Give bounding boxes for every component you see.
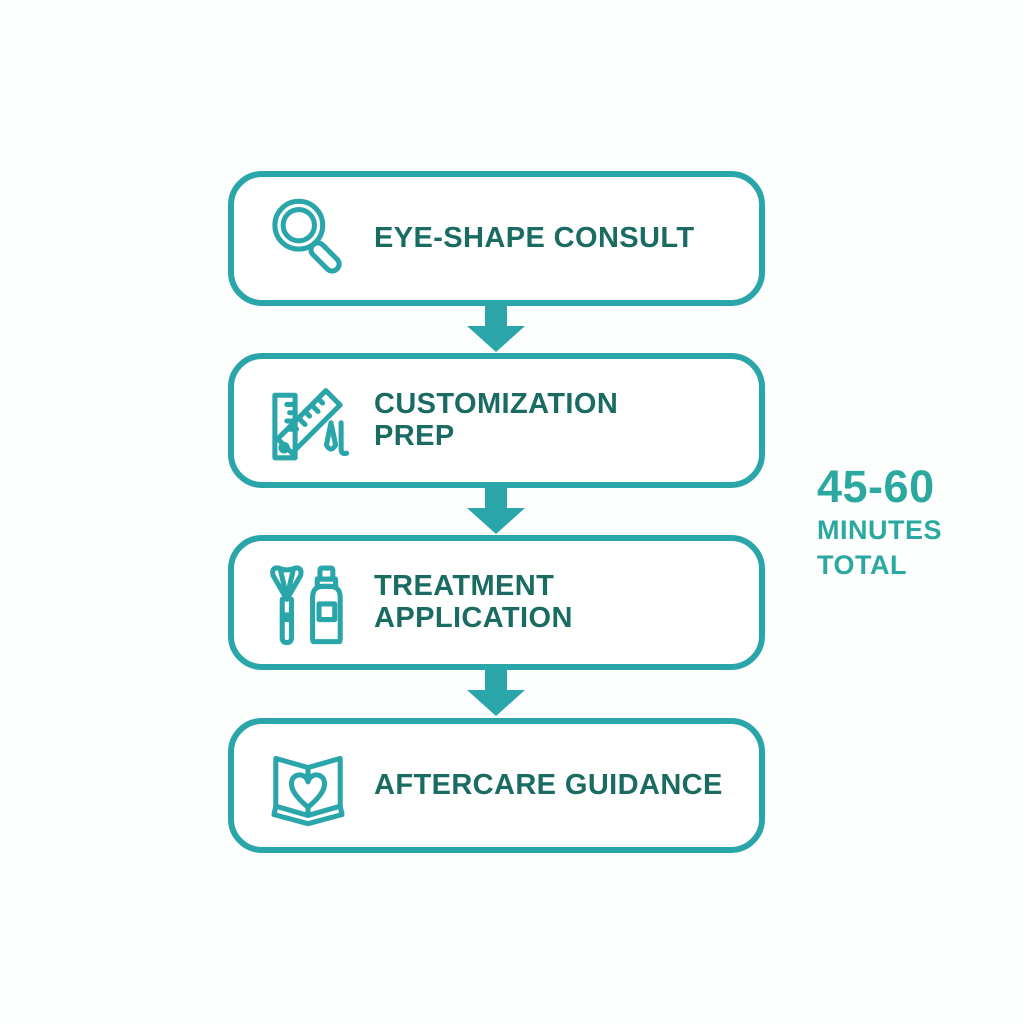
duration-unit-minutes: MINUTES	[817, 515, 942, 545]
total-duration: 45-60 MINUTES TOTAL	[817, 464, 942, 579]
arrow-stem	[485, 486, 507, 508]
arrow-head	[467, 690, 525, 716]
flow-arrow-down-icon	[441, 304, 551, 354]
step-box-customization-prep: CUSTOMIZATION PREP	[228, 353, 765, 488]
step-label: AFTERCARE GUIDANCE	[374, 768, 723, 801]
brush-bottle-icon	[262, 553, 354, 653]
step-label: TREATMENT APPLICATION	[374, 569, 573, 634]
arrow-stem	[485, 668, 507, 690]
magnifier-icon	[262, 189, 354, 289]
step-label: CUSTOMIZATION PREP	[374, 387, 619, 452]
step-box-aftercare-guidance: AFTERCARE GUIDANCE	[228, 718, 765, 853]
open-book-heart-icon	[262, 736, 354, 836]
step-box-eye-shape-consult: EYE-SHAPE CONSULT	[228, 171, 765, 306]
step-label: EYE-SHAPE CONSULT	[374, 221, 695, 254]
arrow-stem	[485, 304, 507, 326]
step-box-treatment-application: TREATMENT APPLICATION	[228, 535, 765, 670]
arrow-head	[467, 326, 525, 352]
arrow-head	[467, 508, 525, 534]
flow-arrow-down-icon	[441, 668, 551, 718]
ruler-pencil-icon	[262, 371, 354, 471]
duration-value: 45-60	[817, 461, 935, 512]
flow-arrow-down-icon	[441, 486, 551, 536]
duration-unit-total: TOTAL	[817, 550, 907, 580]
